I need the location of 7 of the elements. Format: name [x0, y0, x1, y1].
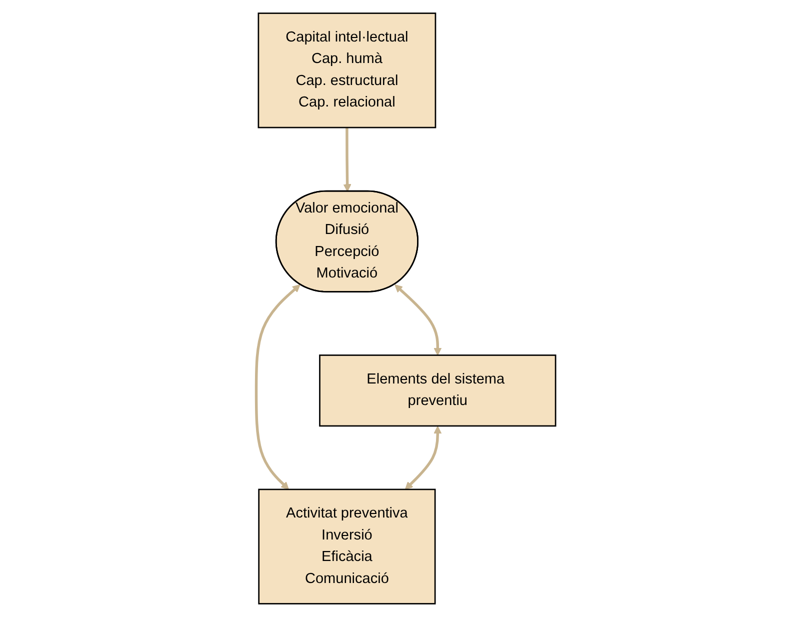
arrow: [404, 426, 442, 490]
node-box: Activitat preventiva Inversió Eficàcia Comunicació: [258, 488, 436, 604]
arrow: [342, 128, 351, 192]
arrow: [394, 284, 442, 356]
arrow: [254, 284, 300, 490]
node-box: Capital intel·lectual Cap. humà Cap. estructural Cap. relacional: [257, 12, 436, 128]
node-box: Elements del sistema preventiu: [318, 354, 556, 427]
